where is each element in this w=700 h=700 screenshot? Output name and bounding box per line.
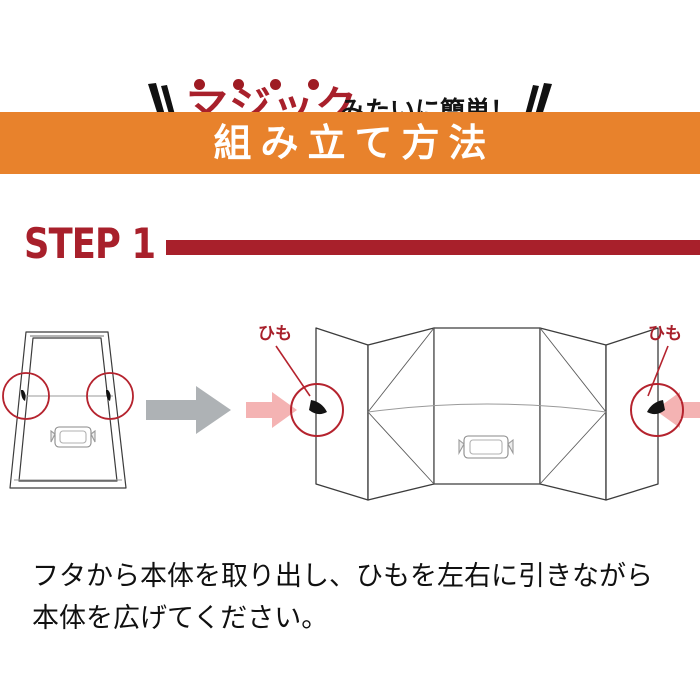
string-unfolded-right [647,400,665,415]
leader-line-left [275,345,311,397]
banner-title: 組み立て方法 [213,121,496,165]
emphasis-dot [233,79,244,90]
highlight-circle-closed-right [86,372,134,420]
step-heading: STEP 1 [0,219,700,278]
section-banner: 組み立て方法 [0,112,700,174]
emphasis-dot [270,79,281,90]
transition-arrow-icon [146,386,231,434]
closed-lid-box-illustration [9,331,127,489]
emphasis-dot [308,79,319,90]
string-knob-closed-left [21,390,26,401]
unfolded-box-illustration [315,327,659,501]
diagram-canvas [2,327,700,501]
highlight-circle-closed-left [2,372,50,420]
caption-line-2: 本体を広げてください。 [32,602,329,634]
highlight-circle-unfolded-left [290,383,344,437]
pull-arrow-left-icon [246,392,297,428]
string-knob-closed-right [106,390,111,401]
himo-label-left: ひも [258,324,292,344]
pull-arrow-right-icon [655,392,700,428]
box-handle-plate-left [50,426,96,448]
step-divider-bar [166,240,700,255]
box-handle-plate-center [458,435,514,459]
emphasis-dots [192,79,352,93]
step-label: STEP 1 [24,219,156,268]
leader-line-right [647,345,669,397]
assembly-diagram: ひも ひも [0,300,700,530]
highlight-circle-unfolded-right [630,383,684,437]
string-unfolded-left [309,400,327,415]
catchphrase-header: マジック みたいに簡単！ [0,34,700,132]
emphasis-dot [194,79,205,90]
himo-label-right: ひも [648,324,682,344]
caption-line-1: フタから本体を取り出し、ひもを左右に引きながら [32,561,653,592]
instruction-caption: フタから本体を取り出し、ひもを左右に引きながら 本体を広げてください。 [32,556,682,640]
